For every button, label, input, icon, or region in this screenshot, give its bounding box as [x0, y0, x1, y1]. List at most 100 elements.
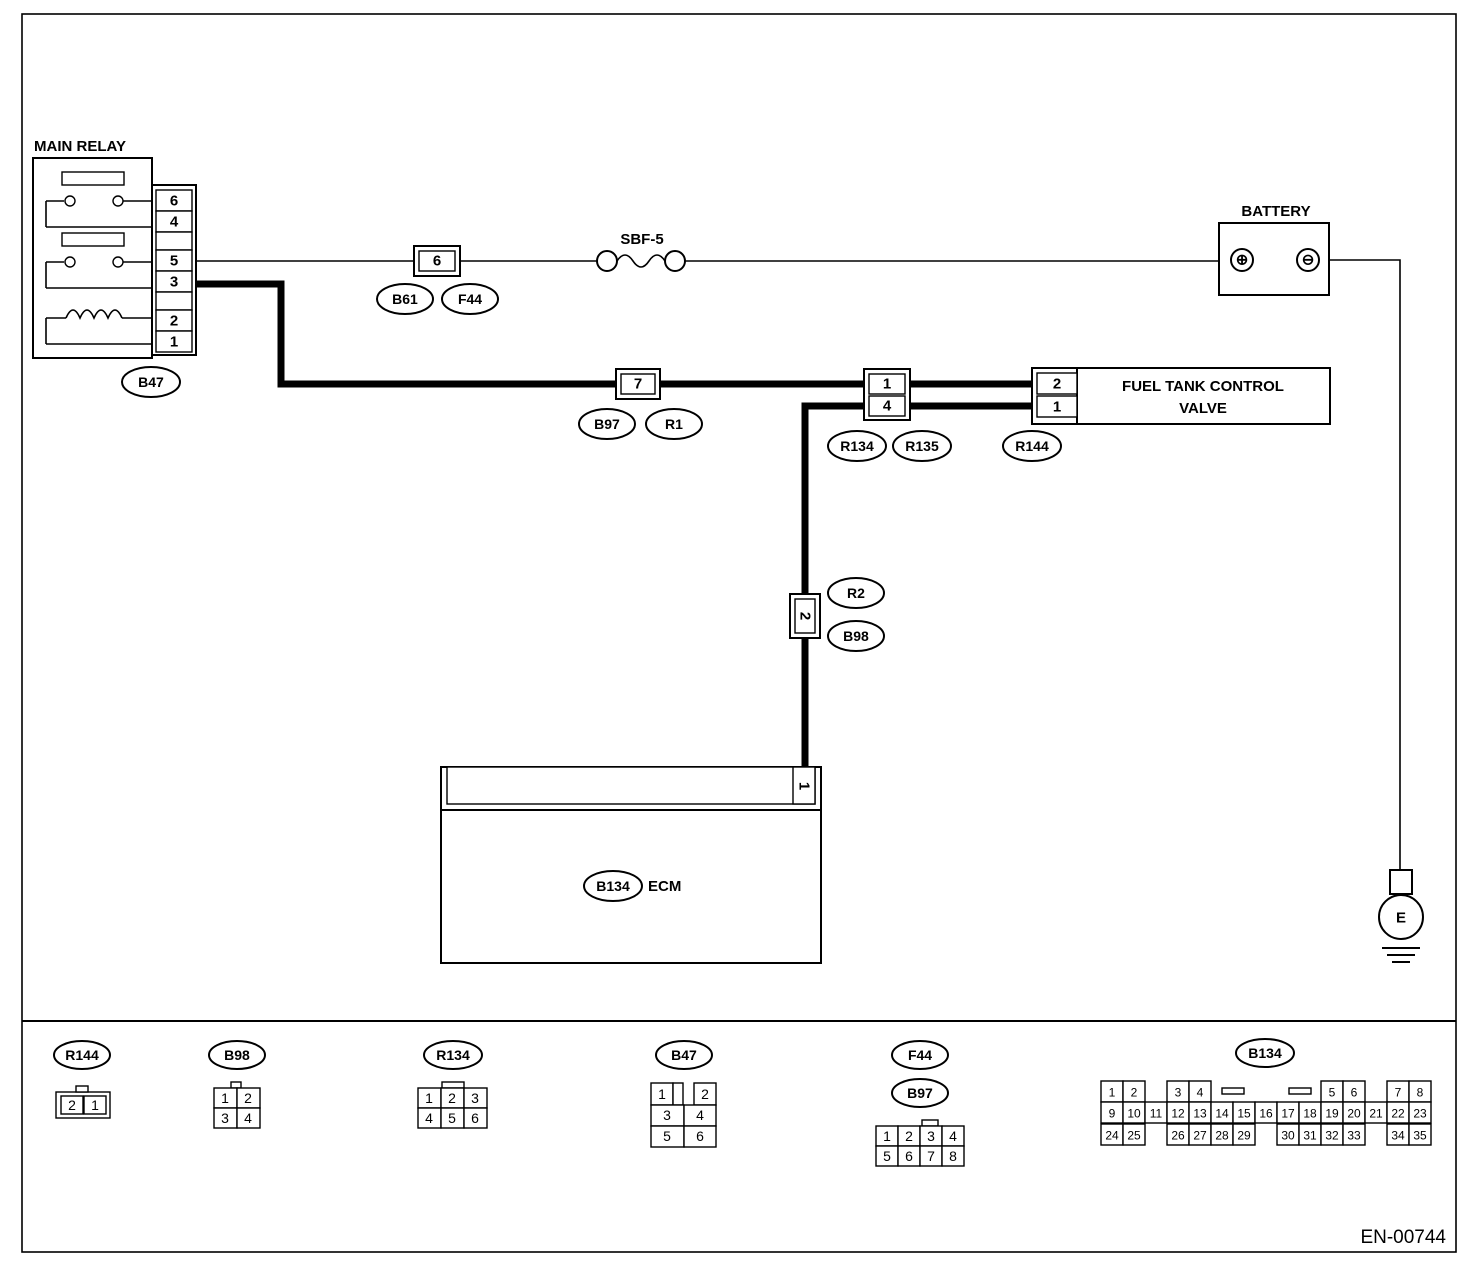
battery: BATTERY ⊕ ⊖	[1218, 203, 1330, 296]
b134-pin-label: 24	[1105, 1129, 1119, 1143]
connector-view-r134: R134 1 2 3 4 5 6	[417, 1040, 488, 1129]
svg-text:6: 6	[471, 1110, 479, 1126]
svg-text:2: 2	[905, 1128, 913, 1144]
svg-text:6: 6	[433, 253, 441, 270]
b134-pin-label: 7	[1395, 1086, 1402, 1100]
connector-view-f44-b97: F44 B97 1 2 3 4 5 6 7 8	[875, 1040, 965, 1167]
svg-text:B134: B134	[596, 878, 630, 894]
b134-pin-label: 6	[1351, 1086, 1358, 1100]
b134-pin-label: 21	[1369, 1107, 1383, 1121]
inline-connector-b61-f44: 6	[413, 245, 461, 277]
svg-text:5: 5	[663, 1128, 671, 1144]
svg-text:R2: R2	[847, 585, 865, 601]
connector-tag-b61: B61	[376, 283, 434, 315]
b134-pin-label: 9	[1109, 1107, 1116, 1121]
connector-tag-r144: R144	[1002, 430, 1062, 462]
svg-text:R144: R144	[1015, 438, 1049, 454]
svg-text:B134: B134	[1248, 1045, 1282, 1061]
wire-battery-to-ground	[1320, 259, 1401, 870]
b134-pin-label: 33	[1347, 1129, 1361, 1143]
connector-tag-b98: B98	[827, 620, 885, 652]
svg-text:1: 1	[883, 376, 891, 393]
svg-text:1: 1	[221, 1090, 229, 1106]
wire-r134-to-r2	[801, 402, 867, 598]
b134-pin-label: 29	[1237, 1129, 1251, 1143]
svg-text:2: 2	[797, 612, 814, 620]
main-relay: MAIN RELAY	[32, 138, 156, 359]
diagram-frame	[21, 13, 1457, 1253]
ecm-pin-1: 1	[796, 782, 813, 790]
battery-positive-icon: ⊕	[1236, 252, 1249, 269]
relay-pin-6: 6	[170, 193, 178, 210]
b134-pin-label: 1	[1109, 1086, 1116, 1100]
b134-pin-label: 23	[1413, 1107, 1427, 1121]
svg-text:1: 1	[883, 1128, 891, 1144]
b134-pin-label: 18	[1303, 1107, 1317, 1121]
wire-relay-to-b97	[196, 280, 620, 388]
b134-pin-label: 12	[1171, 1107, 1185, 1121]
connector-tag-r2: R2	[827, 577, 885, 609]
svg-text:R134: R134	[436, 1047, 470, 1063]
ground-terminal: E	[1378, 869, 1424, 963]
inline-connector-r134-r135: 1 4	[863, 368, 911, 421]
svg-text:1: 1	[425, 1090, 433, 1106]
b134-pin-label: 20	[1347, 1107, 1361, 1121]
b134-pin-label: 15	[1237, 1107, 1251, 1121]
fuse-label: SBF-5	[620, 231, 663, 248]
battery-negative-icon: ⊖	[1302, 252, 1315, 269]
b134-pin-label: 19	[1325, 1107, 1339, 1121]
b134-pin-label: 27	[1193, 1129, 1207, 1143]
valve-label-line2: VALVE	[1179, 400, 1227, 417]
relay-pin-5: 5	[170, 253, 178, 270]
svg-text:2: 2	[244, 1090, 252, 1106]
main-relay-label: MAIN RELAY	[34, 138, 126, 155]
svg-text:7: 7	[634, 376, 642, 393]
b134-pin-label: 4	[1197, 1086, 1204, 1100]
ground-label: E	[1396, 910, 1406, 927]
relay-pin-1: 1	[170, 334, 178, 351]
b134-pin-label: 10	[1127, 1107, 1141, 1121]
fuel-tank-control-valve: FUEL TANK CONTROL VALVE 2 1	[1031, 367, 1331, 425]
connector-tag-r134: R134	[827, 430, 887, 462]
b134-pin-label: 34	[1391, 1129, 1405, 1143]
inline-connector-r2-b98: 2	[789, 593, 821, 639]
svg-text:4: 4	[883, 398, 892, 415]
b134-pin-label: 3	[1175, 1086, 1182, 1100]
b134-pin-label: 16	[1259, 1107, 1273, 1121]
b134-pin-label: 8	[1417, 1086, 1424, 1100]
svg-text:B98: B98	[843, 628, 869, 644]
svg-text:B97: B97	[594, 416, 620, 432]
b134-pin-label: 13	[1193, 1107, 1207, 1121]
svg-text:B47: B47	[671, 1047, 697, 1063]
svg-text:6: 6	[905, 1148, 913, 1164]
b134-pin-label: 26	[1171, 1129, 1185, 1143]
b134-pin-label: 25	[1127, 1129, 1141, 1143]
b134-pin-label: 32	[1325, 1129, 1339, 1143]
svg-text:R144: R144	[65, 1047, 99, 1063]
b134-pin-label: 17	[1281, 1107, 1295, 1121]
connector-tag-r1: R1	[645, 408, 703, 440]
connector-tag-f44: F44	[441, 283, 499, 315]
ecm-label: ECM	[648, 878, 681, 895]
connector-view-b98: B98 1 2 3 4	[208, 1040, 266, 1129]
b134-pin-label: 35	[1413, 1129, 1427, 1143]
svg-text:2: 2	[1053, 376, 1061, 393]
svg-text:R135: R135	[905, 438, 939, 454]
svg-text:1: 1	[658, 1086, 666, 1102]
svg-text:F44: F44	[458, 291, 482, 307]
svg-text:4: 4	[949, 1128, 957, 1144]
svg-text:4: 4	[244, 1110, 252, 1126]
svg-text:F44: F44	[908, 1047, 932, 1063]
ecm: 1 B134 ECM	[440, 766, 822, 964]
svg-text:3: 3	[663, 1107, 671, 1123]
svg-text:5: 5	[883, 1148, 891, 1164]
svg-text:1: 1	[1053, 399, 1061, 416]
connector-view-b47: B47 1 2 3 4 5 6	[650, 1040, 717, 1148]
svg-text:6: 6	[696, 1128, 704, 1144]
svg-text:R134: R134	[840, 438, 874, 454]
b134-pin-label: 31	[1303, 1129, 1317, 1143]
svg-text:2: 2	[68, 1097, 76, 1113]
